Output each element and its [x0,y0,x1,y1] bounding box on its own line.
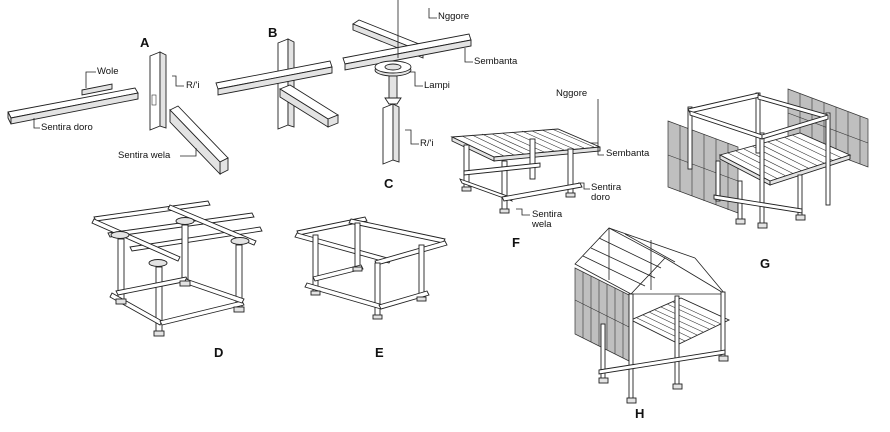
panel-h-letter: H [635,406,645,421]
panel-b-letter: B [268,25,278,40]
label-sentira-wela-f1: Sentira [532,209,563,220]
label-wole: Wole [97,66,119,77]
panel-g-letter: G [760,256,771,271]
label-sentira-doro-f1: Sentira [591,182,622,193]
label-sembanta-c: Sembanta [474,56,518,67]
panel-e: E [294,205,455,365]
panel-d: D [90,195,270,365]
label-sentira-wela-f2: wela [532,219,552,230]
panel-b: B [210,25,340,135]
panel-d-letter: D [214,345,224,360]
label-rii-c: R/'i [420,138,434,149]
label-nggore-c: Nggore [438,11,470,22]
panel-h: H [565,220,755,430]
label-nggore-f: Nggore [556,88,588,99]
label-lampi: Lampi [424,80,450,91]
panel-f-drawing [450,99,604,216]
label-rii-a: R/'i [186,80,200,91]
label-sembanta-f: Sembanta [606,148,650,159]
panel-c-drawing [342,0,473,165]
panel-g: G [660,85,890,285]
panel-c: Nggore Sembanta Lampi R/'i C [335,0,535,195]
panel-a-drawing [7,51,229,176]
label-sentira-doro-f2: doro [591,192,611,203]
panel-e-drawing [294,216,448,320]
label-sentira-doro: Sentira doro [41,122,93,133]
panel-d-drawing [91,200,263,337]
panel-a: A Wole Sentira doro R/'i Sentira wela [0,0,240,190]
label-sentira-wela: Sentira wela [118,150,171,161]
panel-a-letter: A [140,35,150,50]
panel-f-letter: F [512,235,520,250]
panel-g-drawing [667,88,869,229]
panel-h-drawing [574,227,731,404]
panel-f: Nggore Sembanta Sentira doro Sentira wel… [450,85,650,255]
panel-b-drawing [215,38,339,130]
panel-c-letter: C [384,176,394,191]
panel-e-letter: E [375,345,384,360]
